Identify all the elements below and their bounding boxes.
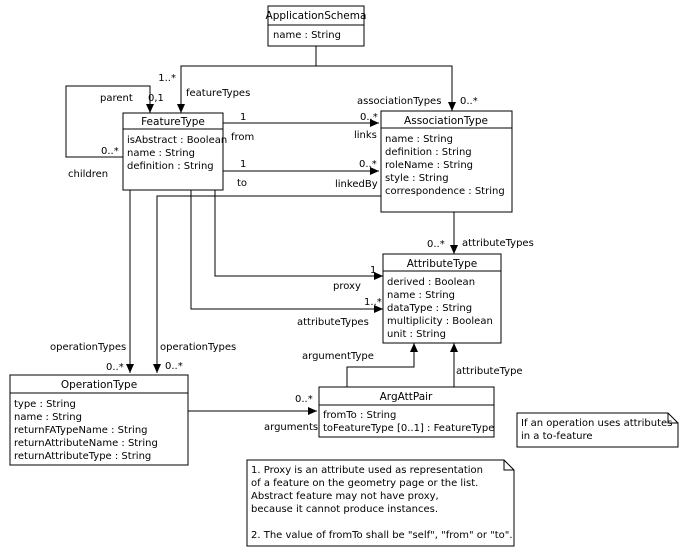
class-attribute: roleName : String xyxy=(385,160,473,171)
multiplicity-label: 1 xyxy=(240,159,246,170)
multiplicity-label: 0..* xyxy=(359,159,377,170)
class-attribute: name : String xyxy=(127,148,195,159)
edge-parent-children xyxy=(65,85,154,158)
class-argattpair[interactable]: ArgAttPair fromTo : String toFeatureType… xyxy=(318,386,495,438)
class-attribute: style : String xyxy=(385,173,449,184)
note-line: because it cannot produce instances. xyxy=(251,504,438,515)
multiplicity-label: 0,1 xyxy=(148,93,164,104)
note-line: 1. Proxy is an attribute used as represe… xyxy=(251,465,483,476)
class-associationtype[interactable]: AssociationType name : String definition… xyxy=(380,110,513,213)
note-operation-attributes: If an operation uses attributes in a to-… xyxy=(516,412,679,448)
class-attribute: unit : String xyxy=(387,329,446,340)
role-label: parent xyxy=(100,93,133,104)
edge-argumenttype xyxy=(346,343,418,387)
role-label: attributeType xyxy=(456,366,523,377)
multiplicity-label: 0..* xyxy=(427,239,445,250)
role-label: operationTypes xyxy=(50,342,126,353)
role-label: argumentType xyxy=(302,351,374,362)
multiplicity-label: 1 xyxy=(240,112,246,123)
class-attribute: returnAttributeType : String xyxy=(14,451,151,462)
edge-proxy xyxy=(214,190,383,280)
multiplicity-label: 0..* xyxy=(165,361,183,372)
class-featuretype[interactable]: FeatureType isAbstract : Boolean name : … xyxy=(122,112,227,191)
role-label: children xyxy=(68,169,108,180)
class-title: OperationType xyxy=(61,379,137,391)
role-label: arguments xyxy=(264,422,318,433)
edge-featuretypes xyxy=(177,46,317,113)
class-attribute: isAbstract : Boolean xyxy=(127,135,227,146)
class-attribute: name : String xyxy=(273,30,341,41)
role-label: associationTypes xyxy=(357,96,441,107)
note-line: of a feature on the geometry page or the… xyxy=(251,478,478,489)
class-attribute: name : String xyxy=(14,412,82,423)
class-attribute: definition : String xyxy=(385,147,472,158)
multiplicity-label: 1..* xyxy=(364,297,382,308)
multiplicity-label: 0..* xyxy=(101,146,119,157)
note-proxy-fromto: 1. Proxy is an attribute used as represe… xyxy=(246,459,515,547)
note-line: in a to-feature xyxy=(521,431,593,442)
role-label: attributeTypes xyxy=(462,238,534,249)
role-label: from xyxy=(231,132,254,143)
class-title: FeatureType xyxy=(141,116,205,128)
class-attribute: type : String xyxy=(14,399,76,410)
note-line: 2. The value of fromTo shall be "self", … xyxy=(251,530,513,541)
role-label: linkedBy xyxy=(335,179,378,190)
class-title: ApplicationSchema xyxy=(266,10,367,22)
class-attribute: toFeatureType [0..1] : FeatureType xyxy=(323,423,494,434)
edge-operationtypes-right xyxy=(153,195,381,373)
class-attribute: returnAttributeName : String xyxy=(14,438,158,449)
role-label: operationTypes xyxy=(160,342,236,353)
multiplicity-label: 0..* xyxy=(106,362,124,373)
role-label: proxy xyxy=(333,281,361,292)
multiplicity-label: 0..* xyxy=(295,394,313,405)
class-attribute: definition : String xyxy=(127,161,214,172)
class-title: AttributeType xyxy=(407,258,477,270)
class-title: ArgAttPair xyxy=(380,391,433,403)
role-label: attributeTypes xyxy=(297,317,369,328)
role-label: featureTypes xyxy=(186,88,250,99)
multiplicity-label: 0..* xyxy=(360,112,378,123)
multiplicity-label: 0..* xyxy=(460,96,478,107)
class-attribute: fromTo : String xyxy=(323,410,396,421)
role-label: links xyxy=(354,130,377,141)
note-line: If an operation uses attributes xyxy=(521,418,672,429)
class-attribute: multiplicity : Boolean xyxy=(387,316,493,327)
multiplicity-label: 1 xyxy=(370,265,376,276)
class-attribute: dataType : String xyxy=(387,303,472,314)
class-attribute: returnFATypeName : String xyxy=(14,425,148,436)
class-title: AssociationType xyxy=(404,115,488,127)
edge-feature-attributetypes xyxy=(190,190,383,313)
class-attribute: name : String xyxy=(385,134,453,145)
note-line: Abstract feature may not have proxy, xyxy=(251,491,439,502)
class-attribute: name : String xyxy=(387,290,455,301)
class-attribute: correspondence : String xyxy=(385,186,505,197)
multiplicity-label: 1..* xyxy=(158,73,176,84)
class-attributetype[interactable]: AttributeType derived : Boolean name : S… xyxy=(382,253,502,344)
edge-associationtypes xyxy=(316,65,456,111)
class-operationtype[interactable]: OperationType type : String name : Strin… xyxy=(9,374,189,466)
class-attribute: derived : Boolean xyxy=(387,277,475,288)
class-applicationschema[interactable]: ApplicationSchema name : String xyxy=(266,5,367,47)
role-label: to xyxy=(237,178,247,189)
